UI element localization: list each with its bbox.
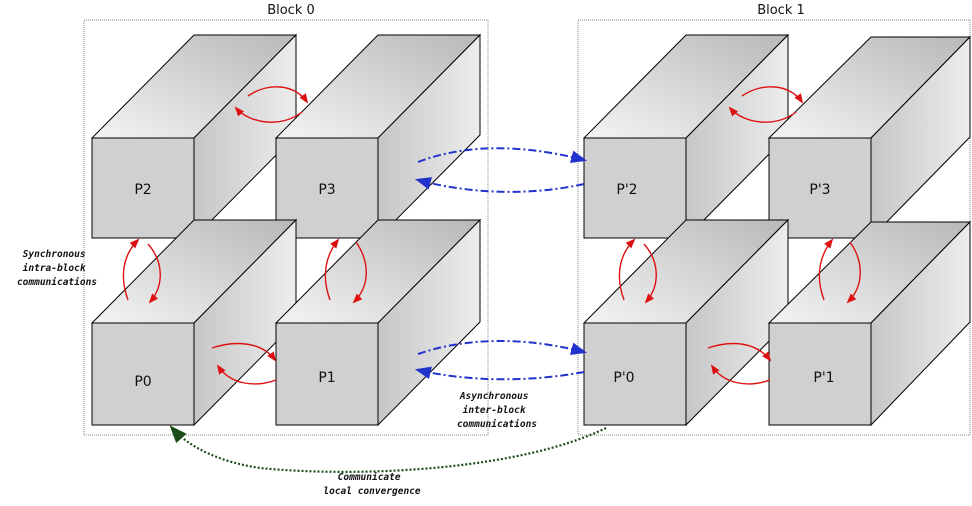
sync-arrow [818, 238, 834, 301]
async-arrow [414, 177, 585, 193]
async-arrow [417, 340, 588, 355]
sync-arrow [122, 238, 140, 301]
processor-label: P3 [318, 182, 335, 198]
sync-arrow [710, 364, 771, 385]
block-1-frame [577, 19, 971, 436]
processor-label: P'0 [613, 370, 634, 386]
async-arrow [414, 366, 585, 381]
sync-arrows-block-1 [618, 86, 861, 385]
async-annotation: Asynchronous inter-block communications [457, 391, 537, 430]
sync-arrow [324, 238, 340, 301]
block-0-frame [83, 19, 489, 436]
processor-cube-p-prime-2: P'2 [582, 33, 790, 240]
sync-arrow [707, 342, 772, 362]
processor-cube-p2: P2 [90, 33, 298, 240]
sync-arrow [211, 342, 277, 362]
sync-arrows-block-0 [122, 86, 367, 385]
block-1-title: Block 1 [757, 3, 805, 18]
processor-label: P2 [134, 182, 151, 198]
processor-cube-p-prime-1: P'1 [767, 220, 972, 427]
sync-annotation-line: intra-block [23, 263, 87, 274]
sync-annotation: Synchronous intra-block communications [17, 249, 97, 288]
async-annotation-line: communications [457, 419, 537, 430]
convergence-arrow [169, 425, 607, 473]
sync-arrow [216, 364, 277, 385]
sync-arrow [352, 241, 367, 304]
convergence-annotation-line: local convergence [323, 486, 421, 497]
processor-cube-p1: P1 [274, 218, 482, 427]
async-arrows [414, 147, 588, 381]
processor-label: P1 [318, 370, 335, 386]
processor-cube-p-prime-0: P'0 [582, 218, 790, 427]
processor-cube-p0: P0 [90, 218, 298, 427]
sync-annotation-line: communications [17, 277, 97, 288]
processor-label: P'1 [813, 370, 834, 386]
processor-label: P0 [134, 374, 151, 390]
async-annotation-line: inter-block [463, 405, 527, 416]
async-arrow [417, 147, 588, 163]
async-annotation-line: Asynchronous [459, 391, 529, 402]
convergence-annotation: Communicate local convergence [323, 472, 421, 497]
sync-arrow [147, 243, 161, 304]
processor-label: P'3 [809, 182, 830, 198]
processor-cube-p3: P3 [274, 33, 482, 240]
sync-annotation-line: Synchronous [23, 249, 86, 260]
sync-arrow [234, 106, 303, 123]
sync-arrow [846, 241, 861, 304]
processor-cube-p-prime-3: P'3 [767, 35, 972, 240]
sync-arrow [741, 86, 804, 104]
sync-arrow [247, 86, 309, 104]
sync-arrow [618, 238, 636, 301]
sync-arrow [643, 243, 657, 304]
processor-label: P'2 [616, 182, 637, 198]
convergence-annotation-line: Communicate [338, 472, 401, 483]
sync-arrow [728, 106, 797, 123]
block-0-title: Block 0 [267, 3, 315, 18]
